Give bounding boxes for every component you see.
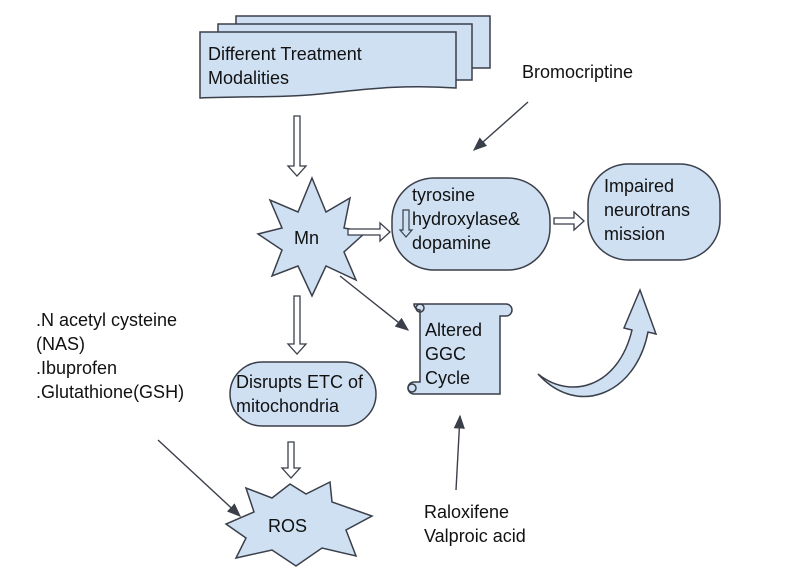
ggc-scroll-shape <box>407 303 513 395</box>
mn-label: Mn <box>294 228 320 248</box>
tyrosine-box-shape <box>391 177 551 271</box>
impaired-box-shape <box>587 163 721 261</box>
treatment-document-shape <box>199 15 491 99</box>
raloxifene-label: Raloxifene Valproic acid <box>424 502 526 546</box>
impaired-label: Impaired neurotrans mission <box>604 176 691 244</box>
small-down-arrow-icon <box>398 209 414 238</box>
ggc-label: Altered GGC Cycle <box>425 320 483 388</box>
ros-label: ROS <box>268 516 308 536</box>
etc-label: Disrupts ETC of mitochondria <box>236 372 364 416</box>
arrow-mn-to-tyrosine <box>347 221 391 243</box>
mn-star-shape <box>256 176 368 298</box>
arrow-etc-to-ros <box>280 441 302 479</box>
bromocriptine-label: Bromocriptine <box>522 62 634 82</box>
arrow-bromocriptine <box>472 101 529 151</box>
arrow-mn-to-ggc <box>339 275 410 331</box>
arrow-tyrosine-to-impaired <box>553 210 585 232</box>
ros-star-shape <box>224 480 374 567</box>
etc-box-shape <box>229 361 377 427</box>
arrow-mn-to-etc <box>286 295 308 355</box>
tyrosine-label: tyrosine hydroxylase& dopamine <box>412 185 521 253</box>
curved-arrow-shape <box>537 287 658 398</box>
arrow-treatment-to-mn <box>286 115 308 177</box>
antioxidants-label: .N acetyl cysteine (NAS) .Ibuprofen .Glu… <box>36 310 185 402</box>
arrow-raloxifene-to-ggc <box>453 414 465 491</box>
arrow-antioxidants-to-ros <box>157 439 242 517</box>
treatment-label: Different Treatment Modalities <box>208 44 362 88</box>
